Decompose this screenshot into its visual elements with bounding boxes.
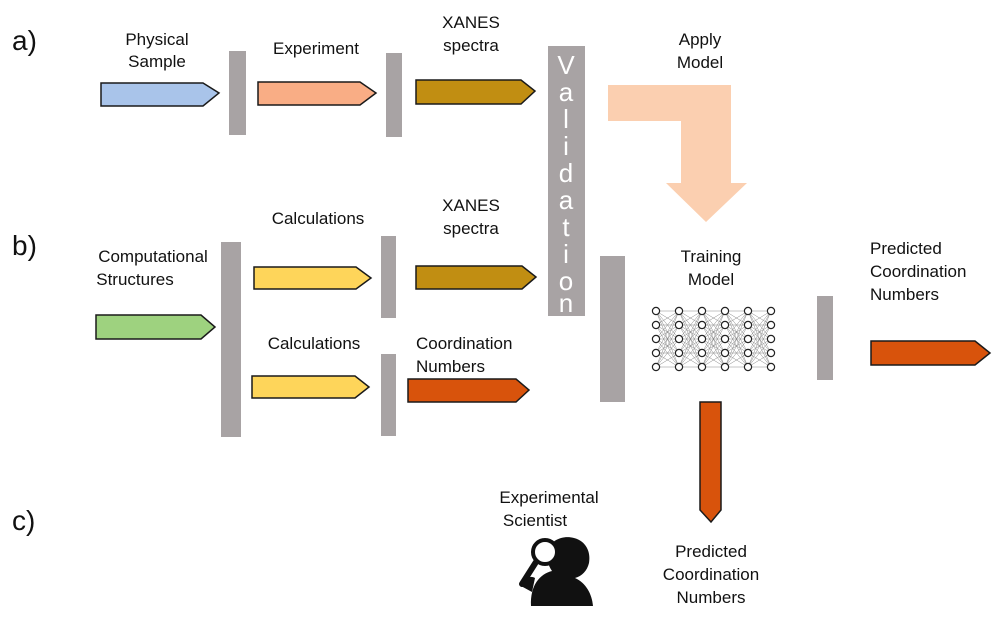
predicted-coordination-arrow-b <box>870 340 992 366</box>
network-node <box>697 320 707 330</box>
predicted-c-label-line3: Numbers <box>677 588 746 607</box>
validation-letter: i <box>563 131 569 161</box>
coordination-numbers-arrow <box>407 378 531 403</box>
network-node <box>651 320 661 330</box>
validation-letter: a <box>559 77 574 107</box>
calculations-label-2: Calculations <box>268 334 361 353</box>
network-node <box>743 306 753 316</box>
network-node <box>651 348 661 358</box>
xanes-a-arrow <box>415 79 537 105</box>
validation-bar <box>548 46 585 316</box>
scientist-label-line2: Scientist <box>503 511 568 530</box>
separator-bar-b5 <box>817 296 833 380</box>
network-node <box>674 334 684 344</box>
network-node <box>766 362 776 372</box>
separator-bar-b1 <box>221 242 241 437</box>
network-node <box>766 320 776 330</box>
network-node <box>651 334 661 344</box>
validation-letter: i <box>563 239 569 269</box>
predicted-b-label-line3: Numbers <box>870 285 939 304</box>
network-node <box>697 348 707 358</box>
calculations-label-1: Calculations <box>272 209 365 228</box>
network-node <box>697 306 707 316</box>
network-node <box>674 320 684 330</box>
computational-structures-arrow <box>95 314 217 340</box>
network-node <box>651 362 661 372</box>
physical-sample-label-line2: Sample <box>128 52 186 71</box>
network-node <box>674 306 684 316</box>
validation-text: V a l i d a t i o n <box>557 50 575 318</box>
predicted-b-label-line2: Coordination <box>870 262 966 281</box>
separator-bar-b2 <box>381 236 396 318</box>
network-node <box>651 306 661 316</box>
apply-model-label-line1: Apply <box>679 30 722 49</box>
separator-bar-a2 <box>386 53 402 137</box>
network-node <box>743 320 753 330</box>
network-node <box>720 334 730 344</box>
network-node <box>743 348 753 358</box>
xanes-a-label-line2: spectra <box>443 36 499 55</box>
validation-letter: n <box>559 288 573 318</box>
network-node <box>743 334 753 344</box>
predicted-b-label-line1: Predicted <box>870 239 942 258</box>
separator-bar-b4 <box>600 256 625 402</box>
validation-letter: a <box>559 185 574 215</box>
validation-letter: t <box>562 212 570 242</box>
neural-network-icon <box>651 306 776 372</box>
predicted-c-label-line1: Predicted <box>675 542 747 561</box>
coordination-label-line2: Numbers <box>416 357 485 376</box>
physical-sample-arrow <box>100 82 221 107</box>
coordination-label-line1: Coordination <box>416 334 512 353</box>
network-node <box>720 306 730 316</box>
calculations-coordination-arrow <box>251 375 371 399</box>
computational-label-line2: Structures <box>96 270 173 289</box>
network-node <box>674 348 684 358</box>
apply-model-label-line2: Model <box>677 53 723 72</box>
network-node <box>720 348 730 358</box>
scientist-magnifier-icon <box>519 537 593 606</box>
calculations-xanes-arrow <box>253 266 373 290</box>
section-c-label: c) <box>12 505 35 536</box>
network-node <box>743 362 753 372</box>
separator-bar-a1 <box>229 51 246 135</box>
experiment-label: Experiment <box>273 39 359 58</box>
validation-letter: V <box>557 50 575 80</box>
network-node <box>766 306 776 316</box>
training-model-label-line2: Model <box>688 270 734 289</box>
predicted-c-label-line2: Coordination <box>663 565 759 584</box>
computational-label-line1: Computational <box>98 247 208 266</box>
xanes-b-label-line1: XANES <box>442 196 500 215</box>
scientist-label-line1: Experimental <box>499 488 598 507</box>
xanes-b-label-line2: spectra <box>443 219 499 238</box>
predicted-coordination-arrow-c <box>699 401 722 524</box>
network-node <box>720 362 730 372</box>
separator-bar-b3 <box>381 354 396 436</box>
xanes-a-label-line1: XANES <box>442 13 500 32</box>
network-node <box>697 334 707 344</box>
physical-sample-label-line1: Physical <box>125 30 188 49</box>
validation-letter: l <box>563 104 569 134</box>
network-node <box>697 362 707 372</box>
network-node <box>766 348 776 358</box>
section-a-label: a) <box>12 25 37 56</box>
validation-letter: o <box>559 266 573 296</box>
network-node <box>720 320 730 330</box>
network-node <box>766 334 776 344</box>
apply-model-arrow <box>608 85 747 222</box>
xanes-b-arrow <box>415 265 538 290</box>
validation-letter: d <box>559 158 573 188</box>
section-b-label: b) <box>12 230 37 261</box>
experiment-arrow <box>257 81 378 106</box>
training-model-label-line1: Training <box>681 247 742 266</box>
network-node <box>674 362 684 372</box>
